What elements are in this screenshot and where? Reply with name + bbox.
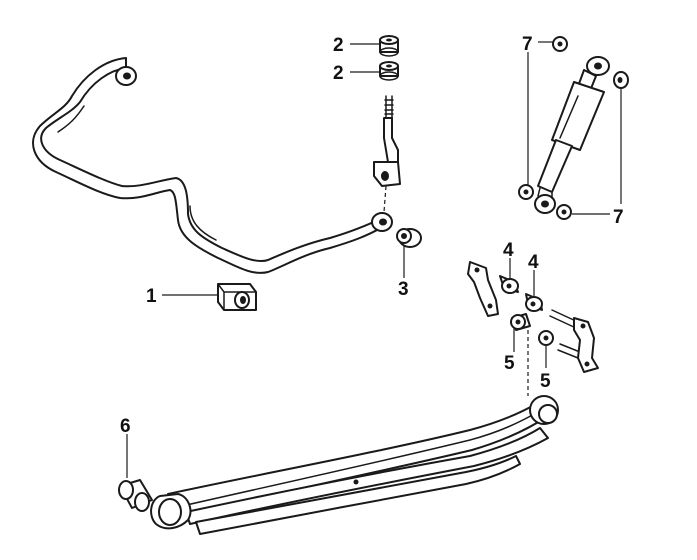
stabilizer-bar [32,57,393,274]
callout-3: 3 [398,279,409,300]
callout-5-right: 5 [540,371,551,392]
shock-bushing-part-7-bottom-right [556,204,572,220]
shackle-bushing-part-5-left [510,313,531,396]
leaf-spring [150,395,559,535]
shackle-bushing-part-5-right [538,330,554,346]
shackle-bushing-part-4-right [525,293,543,312]
bar-bushing-part-1 [217,283,257,311]
callout-6: 6 [120,416,131,437]
callout-7-top: 7 [522,34,533,55]
shock-absorber [534,56,610,214]
link-bushing-part-2-lower [379,61,399,81]
callout-1: 1 [146,286,157,307]
stabilizer-link [373,95,401,213]
spring-shackle [549,309,599,373]
shock-bushing-part-7-bottom-left [518,184,534,200]
shock-bushing-part-7-top-left [552,36,568,52]
leader-lines [126,41,622,478]
callout-2-lower: 2 [333,63,344,84]
callout-5-left: 5 [504,353,515,374]
spring-hanger-bracket [467,261,499,317]
callout-4-right: 4 [528,252,539,273]
callout-2-upper: 2 [333,35,344,56]
link-bushing-part-2-upper [379,35,399,57]
shackle-bushing-part-4-left [499,275,519,294]
eye-bushing-part-6 [118,479,153,512]
shock-bushing-part-7-top-right [613,71,629,89]
callout-4-left: 4 [503,240,514,261]
bar-end-bushing-part-3 [396,228,422,248]
callout-labels: 1 2 2 3 4 4 5 5 6 7 7 [120,34,624,437]
callout-7-bottom: 7 [613,207,624,228]
